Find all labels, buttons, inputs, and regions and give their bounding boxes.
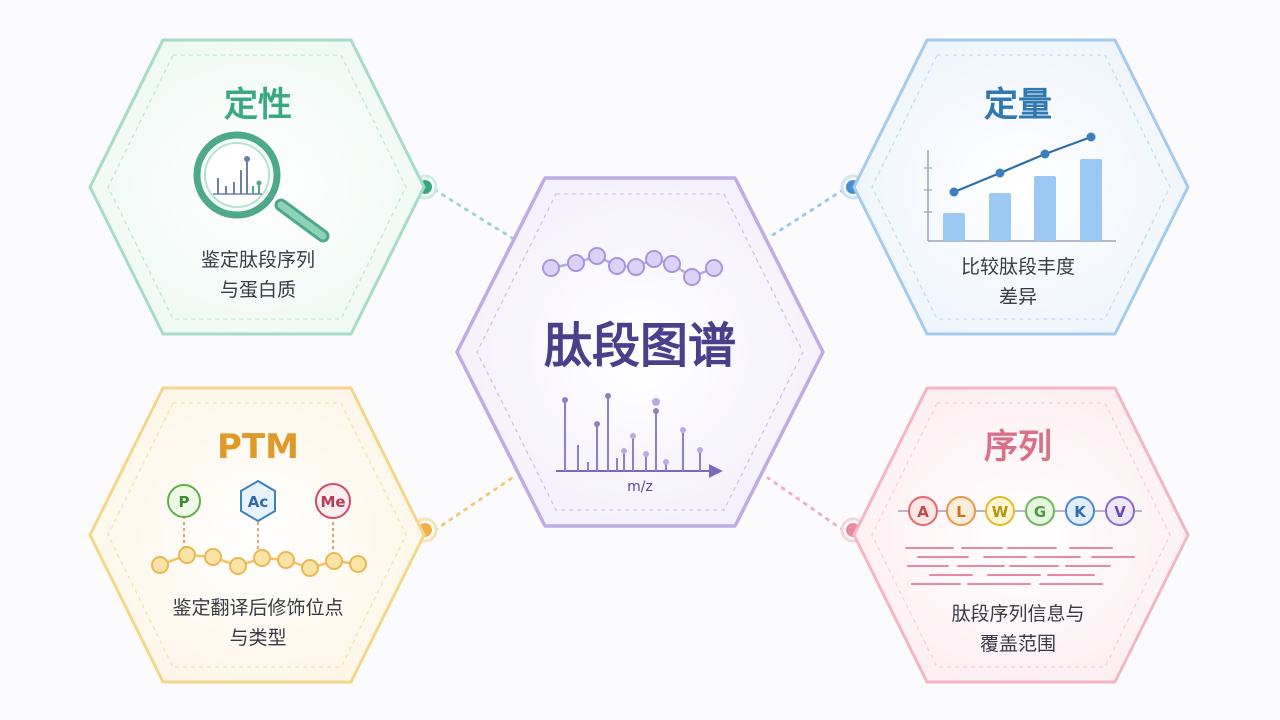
ptm-desc-line1: 鉴定翻译后修饰位点 — [172, 597, 343, 619]
peptide-chain-icon — [542, 247, 723, 286]
methyl-badge: Me — [315, 483, 351, 519]
svg-text:Me: Me — [320, 493, 345, 511]
quantitative-title: 定量 — [984, 85, 1052, 125]
hex-quantitative: 定量 比较肽段丰度 差异 — [852, 38, 1190, 336]
residue-chain: A L W G K V — [898, 496, 1142, 526]
svg-text:P: P — [179, 493, 190, 511]
svg-text:A: A — [917, 503, 929, 521]
acetyl-badge: Ac — [240, 479, 276, 523]
connector-sequence — [766, 476, 845, 532]
residue-V: V — [1105, 496, 1135, 526]
sequence-desc-line2: 覆盖范围 — [980, 633, 1056, 655]
residue-G: G — [1025, 496, 1055, 526]
residue-W: W — [985, 496, 1015, 526]
hex-qualitative: 定性 鉴定肽段序列 与蛋白质 — [88, 38, 426, 336]
hex-ptm: PTM P Ac Me — [88, 386, 426, 684]
quantitative-desc-line1: 比较肽段丰度 — [961, 256, 1075, 278]
hex-sequence: 序列 A L W G K — [852, 386, 1190, 684]
quantitative-desc-line2: 差异 — [999, 286, 1037, 308]
magnifier-icon — [193, 131, 330, 243]
sequence-title: 序列 — [984, 427, 1052, 467]
mass-spectrum-icon — [556, 393, 723, 478]
svg-text:G: G — [1034, 503, 1046, 521]
svg-text:L: L — [956, 503, 966, 521]
coverage-lines — [905, 547, 1135, 585]
svg-text:W: W — [992, 503, 1009, 521]
center-title: 肽段图谱 — [544, 318, 736, 374]
svg-text:V: V — [1114, 503, 1126, 521]
ptm-desc-line2: 与类型 — [229, 627, 286, 649]
sequence-desc-line1: 肽段序列信息与 — [951, 603, 1084, 625]
connector-qualitative — [433, 188, 514, 240]
connector-quantitative — [766, 188, 845, 240]
phospho-badge: P — [167, 484, 201, 518]
ptm-illustration: P Ac Me — [151, 479, 367, 577]
residue-K: K — [1065, 496, 1095, 526]
qualitative-desc-line2: 与蛋白质 — [220, 279, 296, 301]
qualitative-desc-line1: 鉴定肽段序列 — [201, 249, 315, 271]
qualitative-title: 定性 — [224, 85, 292, 125]
residue-L: L — [946, 496, 976, 526]
residue-A: A — [908, 496, 938, 526]
svg-text:Ac: Ac — [248, 493, 269, 511]
hex-center: 肽段图谱 m/z — [455, 176, 825, 528]
bar-line-chart-icon — [924, 132, 1116, 242]
mz-axis-label: m/z — [627, 479, 653, 495]
svg-text:K: K — [1074, 503, 1087, 521]
connector-ptm — [433, 476, 514, 532]
ptm-title: PTM — [217, 427, 299, 467]
